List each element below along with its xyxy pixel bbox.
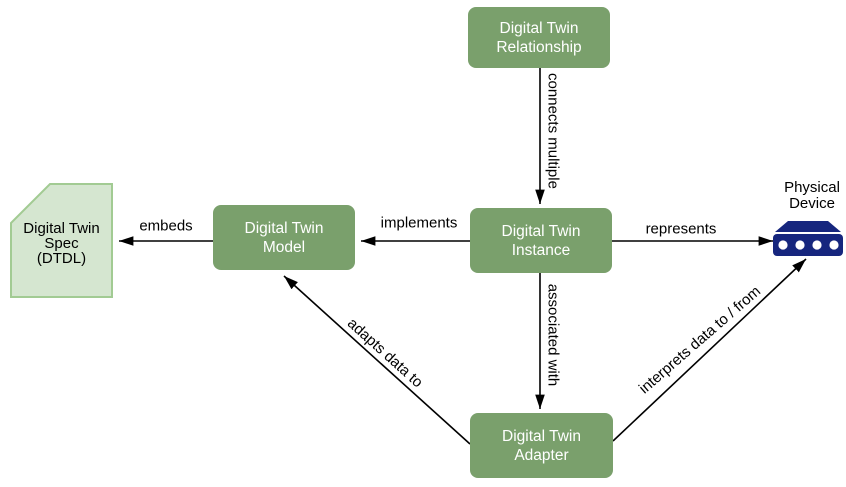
node-label-line: Model xyxy=(262,238,306,256)
document-shape xyxy=(10,183,113,298)
physical-device-icon xyxy=(772,217,844,263)
device-label-line: Physical xyxy=(784,179,840,196)
node-label-line: Spec xyxy=(44,235,79,252)
edge-associated-with-label: associated with xyxy=(544,283,562,387)
node-label-line: (DTDL) xyxy=(36,250,87,267)
node-digital-twin-spec: Digital Twin Spec (DTDL) xyxy=(10,183,113,298)
node-digital-twin-relationship: Digital Twin Relationship xyxy=(468,7,610,68)
edge-adapts-data-to-line xyxy=(283,275,471,445)
node-label-line: Adapter xyxy=(514,446,569,464)
node-label-line: Digital Twin xyxy=(501,222,581,240)
node-digital-twin-model: Digital Twin Model xyxy=(213,205,355,270)
edge-connects-multiple-label: connects multiple xyxy=(544,73,562,189)
spec-label: Digital Twin Spec (DTDL) xyxy=(10,183,113,298)
edge-interprets-data-line xyxy=(612,258,807,442)
node-label-line: Digital Twin xyxy=(502,427,581,445)
node-label-line: Digital Twin xyxy=(23,220,100,237)
node-label-line: Digital Twin xyxy=(244,219,324,237)
node-label-line: Digital Twin xyxy=(499,19,579,37)
node-label-line: Relationship xyxy=(496,38,582,56)
physical-device-label: Physical Device xyxy=(769,180,846,212)
node-label-line: Instance xyxy=(511,241,571,259)
edge-represents-label: represents xyxy=(645,220,717,238)
edge-implements-label: implements xyxy=(380,214,458,232)
node-digital-twin-adapter: Digital Twin Adapter xyxy=(470,413,613,478)
node-digital-twin-instance: Digital Twin Instance xyxy=(470,208,612,273)
edge-embeds-label: embeds xyxy=(139,217,193,235)
device-label-line: Device xyxy=(789,195,835,212)
